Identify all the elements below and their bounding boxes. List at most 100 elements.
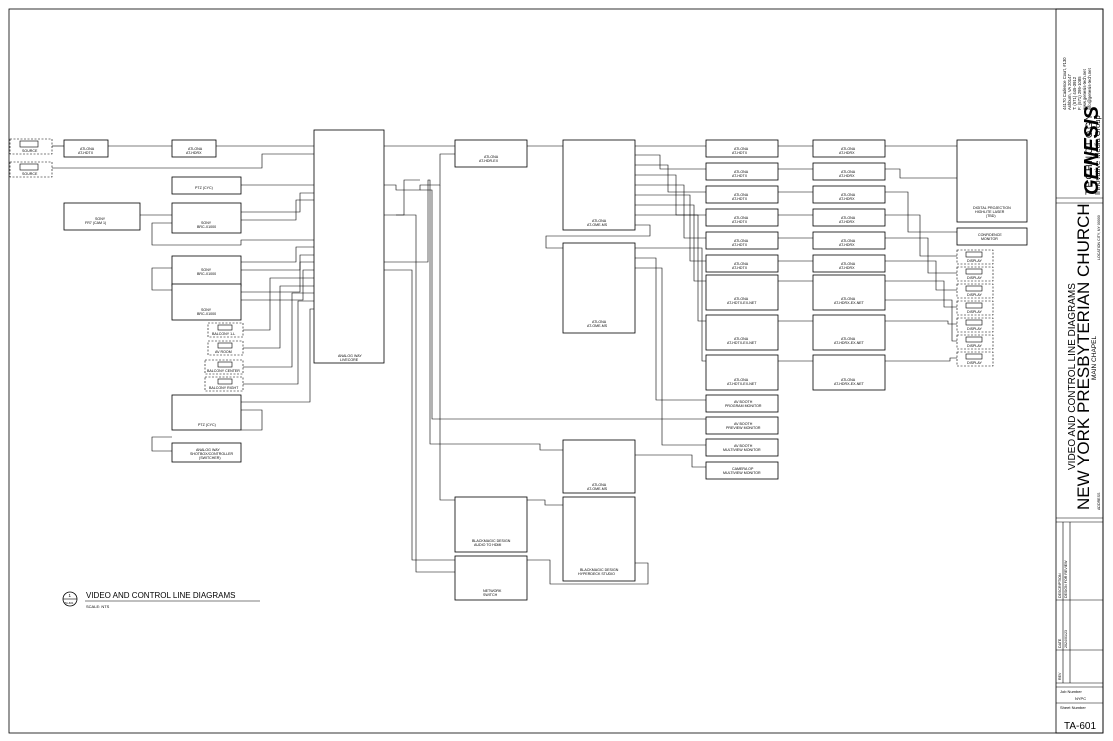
svg-text:AT-HDRX: AT-HDRX	[186, 151, 202, 155]
drawing-title: VIDEO AND CONTROL LINE DIAGRAMS	[1067, 283, 1078, 470]
svg-text:AT-HDRX: AT-HDRX	[839, 174, 855, 178]
svg-text:BALCONY RIGHT: BALCONY RIGHT	[209, 386, 239, 390]
svg-text:ANALOG WAY: ANALOG WAY	[196, 448, 220, 452]
svg-text:ATLONA: ATLONA	[734, 378, 749, 382]
svg-text:AT-HDTX: AT-HDTX	[732, 243, 748, 247]
svg-text:CONFIDENCE: CONFIDENCE	[978, 233, 1002, 237]
svg-text:AT-HDTX: AT-HDTX	[732, 151, 748, 155]
svg-text:ATLONA: ATLONA	[841, 297, 856, 301]
network-switch: NETWORK SWITCH	[454, 555, 528, 601]
svg-text:AT-HDTX: AT-HDTX	[732, 197, 748, 201]
svg-text:SONY: SONY	[201, 308, 212, 312]
bmd-audio-to-hdmi: BLACKMAGIC DESIGN AUDIO TO HDMI	[454, 496, 528, 553]
genesis-logo: GENESIS	[1081, 105, 1103, 195]
analog-way-switcher: ANALOG WAY LIVECORE	[313, 129, 385, 364]
detail-title: VIDEO AND CONTROL LINE DIAGRAMS	[86, 591, 236, 600]
job-value: NYPC	[1075, 696, 1086, 701]
address-line-3: T: (571) 445-3912	[1072, 76, 1077, 110]
svg-text:PTZ (CYC): PTZ (CYC)	[195, 186, 213, 190]
svg-text:DISPLAY: DISPLAY	[967, 361, 983, 365]
sony-brc-2: SONY BRC-X1000	[171, 255, 242, 287]
svg-text:ATLONA: ATLONA	[80, 147, 95, 151]
svg-text:AT-HDTX-EX-NET: AT-HDTX-EX-NET	[727, 341, 757, 345]
svg-text:FR7 (CAM 1): FR7 (CAM 1)	[85, 221, 106, 225]
description-value: DESIGN FOR REVIEW	[1064, 560, 1068, 598]
sony-fr7: SONY FR7 (CAM 1)	[63, 202, 141, 231]
projector: DIGITAL PROJECTION HIGHLITE LASER (TBD)	[956, 139, 1028, 223]
display-stack: DISPLAY DISPLAY DISPLAY DISPLAY DISPLAY …	[956, 249, 994, 367]
svg-text:PTZ (CYC): PTZ (CYC)	[198, 423, 216, 427]
atlona-matrix-2: ATLONA AT-OME-MS	[562, 242, 636, 334]
svg-text:MONITOR: MONITOR	[981, 237, 998, 241]
svg-text:(SWITCHER): (SWITCHER)	[199, 456, 221, 460]
svg-text:BLACKMAGIC DESIGN: BLACKMAGIC DESIGN	[472, 539, 511, 543]
svg-text:AT-HDRX: AT-HDRX	[839, 197, 855, 201]
svg-text:AT-OME-MS: AT-OME-MS	[587, 487, 608, 491]
svg-text:AV ROOM: AV ROOM	[215, 350, 232, 354]
atlona-rx-top: ATLONA AT-HDRX	[171, 139, 217, 158]
address-line-5: www.genesis-tech.net	[1082, 68, 1087, 110]
svg-text:GENESIS: GENESIS	[1081, 105, 1103, 195]
description-header: DESCRIPTION	[1058, 573, 1062, 598]
svg-text:ATLONA: ATLONA	[188, 147, 203, 151]
address-line-2: Ashburn, VA 20147	[1067, 74, 1072, 110]
svg-text:ATLONA: ATLONA	[734, 147, 749, 151]
confidence-monitor: CONFIDENCE MONITOR	[956, 227, 1028, 246]
svg-text:SONY: SONY	[201, 221, 212, 225]
svg-text:ATLONA: ATLONA	[841, 216, 856, 220]
sony-brc-3: SONY BRC-X1000	[171, 283, 242, 321]
svg-text:BRC-X1000: BRC-X1000	[197, 272, 216, 276]
svg-text:ANALOG WAY: ANALOG WAY	[338, 354, 362, 358]
svg-text:AT-HDTX-EX-NET: AT-HDTX-EX-NET	[727, 301, 757, 305]
svg-text:SHOTBOX/CONTROLLER: SHOTBOX/CONTROLLER	[190, 452, 234, 456]
source-inputs: SOURCE SOURCE	[9, 138, 53, 178]
svg-text:SONY: SONY	[95, 217, 106, 221]
atlona-tx-top: ATLONA AT-HDTX	[63, 139, 109, 158]
job-label: Job Number	[1060, 689, 1082, 694]
analog-way-controller: ANALOG WAY SHOTBOX/CONTROLLER (SWITCHER)	[171, 442, 242, 463]
svg-text:AT-HDTX: AT-HDTX	[78, 151, 94, 155]
svg-text:PROGRAM MONITOR: PROGRAM MONITOR	[725, 404, 762, 408]
svg-text:ATLONA: ATLONA	[841, 170, 856, 174]
svg-text:BRC-X1000: BRC-X1000	[197, 312, 216, 316]
svg-text:ATLONA: ATLONA	[734, 193, 749, 197]
svg-text:AT-HDTX: AT-HDTX	[732, 174, 748, 178]
svg-text:ATLONA: ATLONA	[592, 320, 607, 324]
svg-text:ATLONA: ATLONA	[841, 378, 856, 382]
svg-text:ATLONA: ATLONA	[734, 337, 749, 341]
project-location: LOCATION CITY, NY 00000	[1097, 215, 1101, 260]
svg-text:SOURCE: SOURCE	[22, 172, 38, 176]
rev-header: REV	[1058, 672, 1062, 680]
svg-text:ATLONA: ATLONA	[592, 219, 607, 223]
ptz-cyc-top: PTZ (CYC)	[171, 176, 242, 195]
svg-text:AT-HDR-EX: AT-HDR-EX	[479, 159, 499, 163]
svg-text:DISPLAY: DISPLAY	[967, 276, 983, 280]
svg-text:AT-OME-MS: AT-OME-MS	[587, 223, 608, 227]
svg-text:MULTIVIEW MONITOR: MULTIVIEW MONITOR	[723, 448, 761, 452]
svg-text:AT-HDTX-EX-NET: AT-HDTX-EX-NET	[727, 382, 757, 386]
svg-text:AUDIO TO HDMI: AUDIO TO HDMI	[474, 543, 501, 547]
logo-tagline: Innovative Media Group	[1093, 115, 1102, 195]
atlona-matrix-1: ATLONA AT-OME-MS	[562, 139, 636, 231]
svg-text:HYPERDECK STUDIO: HYPERDECK STUDIO	[578, 572, 615, 576]
sheet-label: Sheet Number	[1060, 705, 1086, 710]
date-value: 2024/01/23	[1064, 630, 1068, 648]
svg-text:BLACKMAGIC DESIGN: BLACKMAGIC DESIGN	[580, 568, 619, 572]
sheet-border	[8, 8, 1104, 734]
svg-text:ATLONA: ATLONA	[734, 170, 749, 174]
address-line-1: 44170 Cadence Court, #130	[1062, 57, 1067, 110]
svg-text:AT-HDRX-EX-NET: AT-HDRX-EX-NET	[834, 341, 865, 345]
svg-text:DISPLAY: DISPLAY	[967, 293, 983, 297]
svg-text:AT-HDRX-EX-NET: AT-HDRX-EX-NET	[834, 382, 865, 386]
svg-text:AT-HDRX: AT-HDRX	[839, 220, 855, 224]
logo-sub: TECHNOLOGY	[1084, 112, 1094, 195]
svg-text:AT-HDRX: AT-HDRX	[839, 243, 855, 247]
svg-text:AT-OME-MS: AT-OME-MS	[587, 324, 608, 328]
svg-text:TA-601: TA-601	[65, 601, 74, 605]
svg-text:SOURCE: SOURCE	[22, 149, 38, 153]
svg-text:ATLONA: ATLONA	[734, 297, 749, 301]
svg-text:BALCONY CENTER: BALCONY CENTER	[207, 369, 240, 373]
svg-text:(TBD): (TBD)	[986, 214, 996, 218]
